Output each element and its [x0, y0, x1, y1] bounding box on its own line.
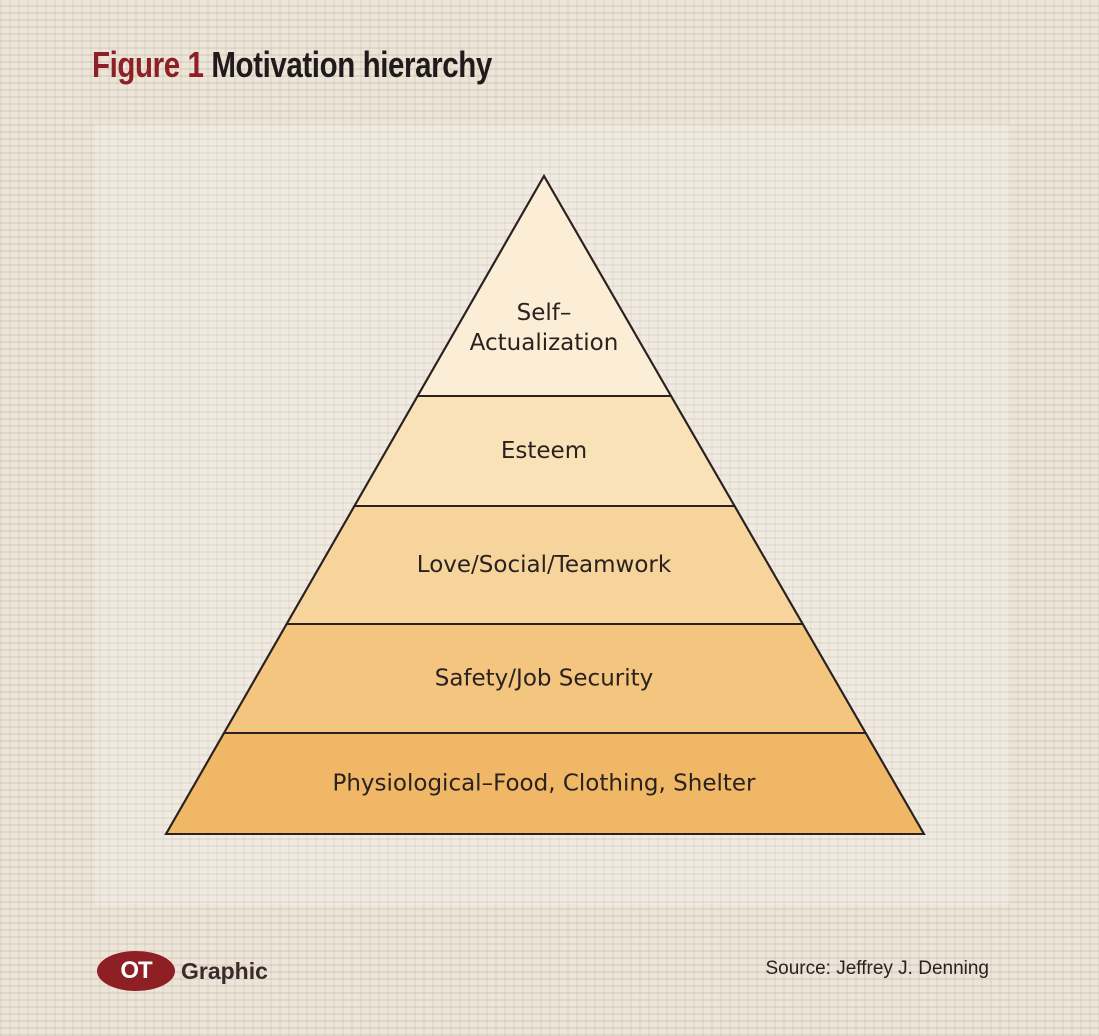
pyramid-level-5-label: Physiological–Food, Clothing, Shelter: [332, 771, 756, 797]
pyramid-level-1-label: Self–: [517, 300, 572, 326]
pyramid-level-4-label: Safety/Job Security: [435, 666, 654, 692]
pyramid-level-1: [415, 173, 673, 397]
pyramid-outline: [164, 173, 926, 835]
pyramid-level-3-label: Love/Social/Teamwork: [417, 552, 672, 578]
ot-graphic-logo: OT Graphic: [97, 950, 268, 992]
figure-title-text: Motivation hierarchy: [211, 44, 492, 85]
figure-number: Figure 1: [92, 44, 204, 85]
ot-logo-mark: OT: [97, 951, 175, 991]
ot-logo-word: Graphic: [181, 957, 268, 984]
source-credit: Source: Jeffrey J. Denning: [765, 958, 989, 979]
pyramid-level-2-label: Esteem: [501, 438, 587, 464]
pyramid-level-1-label: Actualization: [470, 330, 619, 356]
figure-title: Figure 1 Motivation hierarchy: [92, 44, 492, 86]
